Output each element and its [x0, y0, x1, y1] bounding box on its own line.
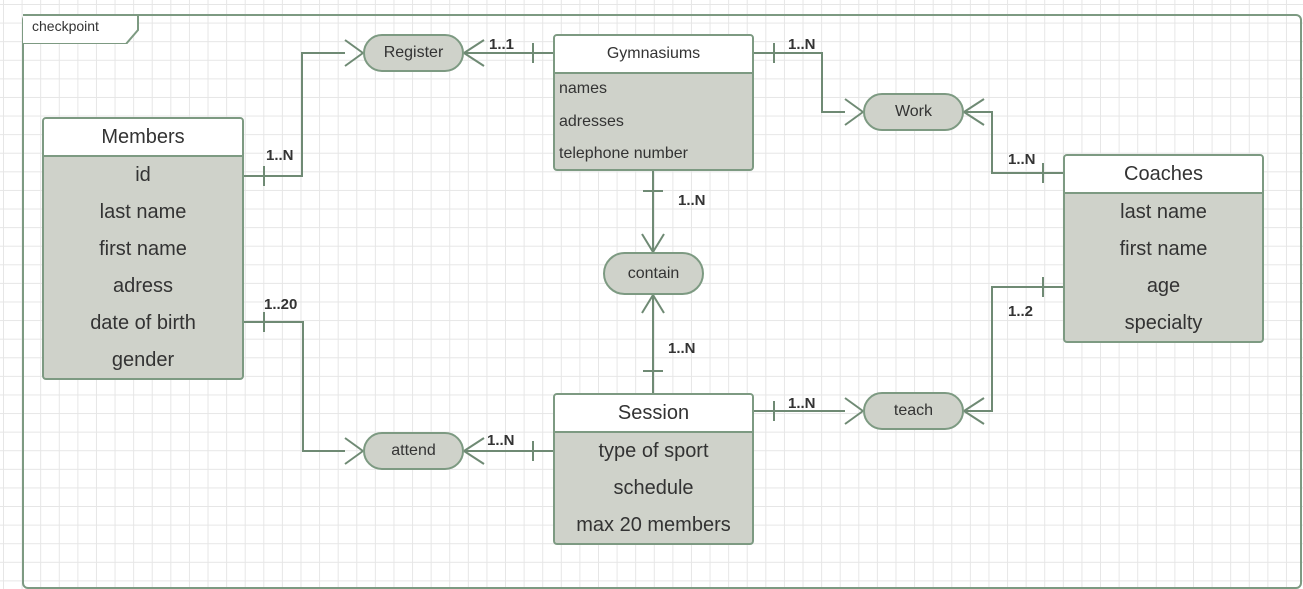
attribute-gender: gender	[111, 349, 175, 371]
attribute-first-name: first name	[99, 238, 187, 260]
cardinality-register-gymnasiums: 1..1	[489, 36, 515, 53]
connector-gymnasiums-work	[754, 52, 845, 113]
crow-foot-contain-bottom	[641, 294, 654, 314]
attribute-date-of-birth: date of birth	[90, 312, 196, 334]
connector-teach-coaches	[964, 286, 1063, 412]
relationship-contain[interactable]: contain	[603, 252, 704, 295]
crow-foot-register-right	[463, 39, 485, 54]
attribute-first-name: first name	[1119, 238, 1208, 260]
attribute-adress: adress	[112, 275, 174, 297]
crow-foot-attend-left	[344, 437, 364, 452]
crow-foot-register-left	[344, 39, 364, 54]
entity-gymnasiums-title: Gymnasiums	[555, 36, 752, 74]
attribute-schedule: schedule	[613, 477, 694, 499]
crow-foot-teach-right	[963, 397, 985, 412]
cardinality-contain-session: 1..N	[668, 340, 696, 357]
connector-work-coaches	[964, 111, 1063, 174]
attribute-type-of-sport: type of sport	[598, 440, 709, 462]
crow-foot-work-right	[963, 98, 985, 113]
entity-session[interactable]: Session type of sport schedule max 20 me…	[553, 393, 754, 545]
attribute-max-members: max 20 members	[576, 514, 731, 536]
attribute-names: names	[559, 80, 608, 97]
connector-layer	[244, 39, 1063, 465]
entity-coaches-title: Coaches	[1065, 156, 1262, 194]
connector-members-register	[244, 52, 345, 177]
entity-members[interactable]: Members id last name first name adress d…	[42, 117, 244, 380]
crow-foot-attend-right	[463, 437, 485, 452]
attribute-telephone-number: telephone number	[559, 145, 688, 162]
attribute-id: id	[135, 164, 151, 186]
cardinality-members-register: 1..N	[266, 147, 294, 164]
cardinality-session-teach: 1..N	[788, 395, 816, 412]
cardinality-teach-coaches: 1..2	[1008, 303, 1034, 320]
cardinality-members-attend: 1..20	[264, 296, 298, 313]
entity-session-title: Session	[555, 395, 752, 433]
relationship-attend[interactable]: attend	[363, 432, 464, 470]
cardinality-work-coaches: 1..N	[1008, 151, 1036, 168]
relationship-work[interactable]: Work	[863, 93, 964, 131]
frame-tab: checkpoint	[22, 14, 140, 44]
crow-foot-work-left	[844, 98, 864, 113]
entity-coaches[interactable]: Coaches last name first name age special…	[1063, 154, 1264, 343]
attribute-last-name: last name	[1120, 201, 1207, 223]
attribute-specialty: specialty	[1124, 312, 1203, 334]
cardinality-attend-session: 1..N	[487, 432, 515, 449]
entity-members-title: Members	[44, 119, 242, 157]
attribute-age: age	[1146, 275, 1181, 297]
crow-foot-contain-top	[641, 233, 654, 253]
cardinality-gymnasiums-work: 1..N	[788, 36, 816, 53]
frame-label: checkpoint	[32, 18, 99, 34]
connector-members-attend	[244, 321, 345, 452]
cardinality-gymnasiums-contain: 1..N	[678, 192, 706, 209]
relationship-register[interactable]: Register	[363, 34, 464, 72]
attribute-adresses: adresses	[559, 112, 624, 130]
attribute-last-name: last name	[99, 201, 187, 223]
entity-gymnasiums[interactable]: Gymnasiums names adresses telephone numb…	[553, 34, 754, 171]
relationship-teach[interactable]: teach	[863, 392, 964, 430]
crow-foot-teach-left	[844, 397, 864, 412]
